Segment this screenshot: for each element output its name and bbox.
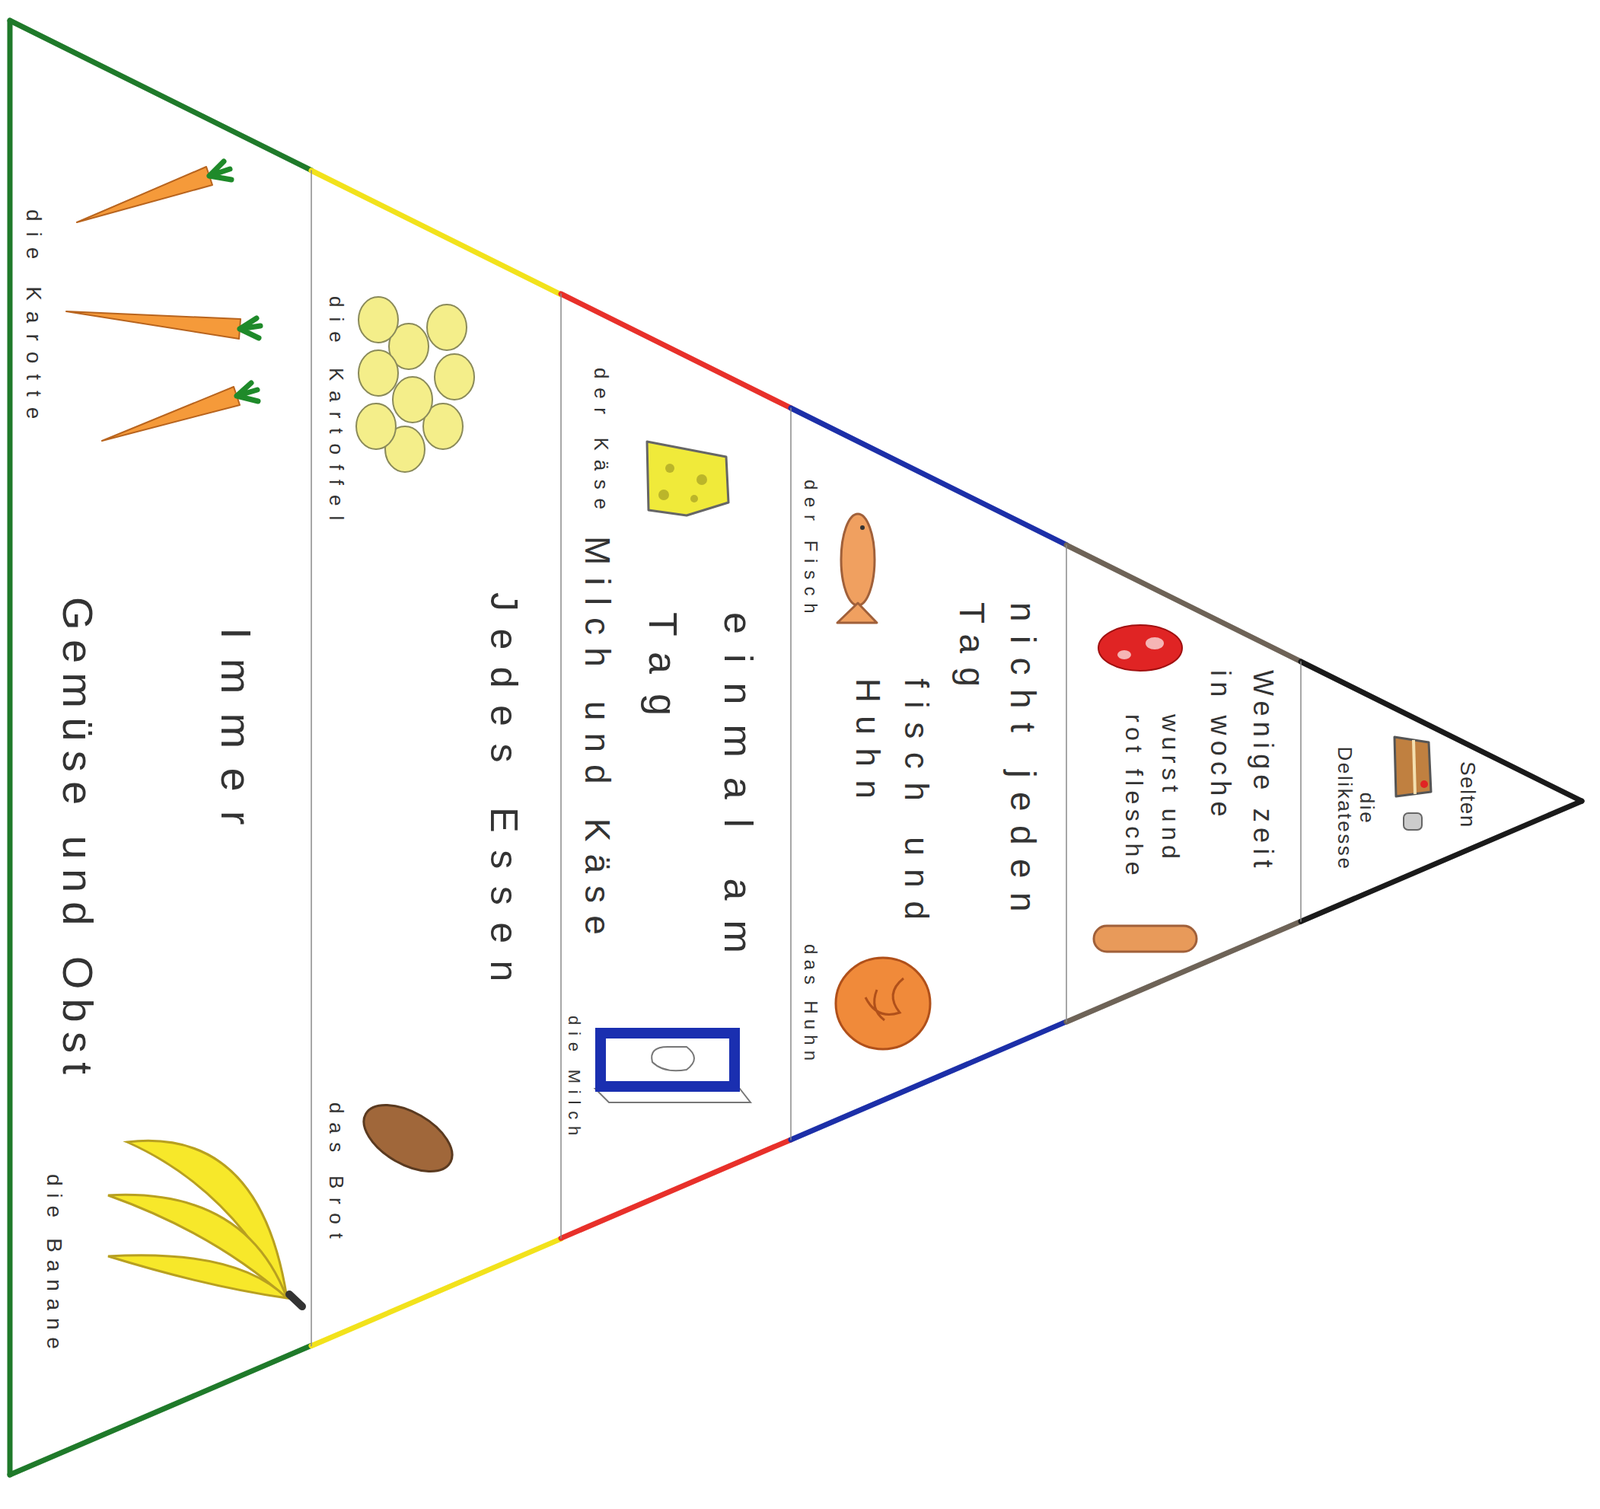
band-divider — [1065, 545, 1068, 1022]
carrot — [76, 166, 213, 223]
chicken-scribble — [865, 978, 904, 1020]
band-side — [1066, 545, 1301, 662]
cake — [1394, 736, 1432, 797]
bananas — [108, 1140, 303, 1307]
fish-body — [841, 513, 875, 606]
cheese-hole — [658, 489, 670, 501]
band-side — [1066, 921, 1301, 1022]
band-label: Selten — [1455, 761, 1480, 829]
bread — [353, 1091, 464, 1186]
delicacy — [1394, 736, 1432, 830]
fish-tail — [837, 602, 877, 623]
carrot-leaves — [239, 318, 261, 338]
red-meat — [1098, 624, 1183, 671]
potato — [358, 296, 399, 343]
food-label: der Fisch — [800, 479, 822, 621]
band-label: Wenige zeit in woche — [1198, 669, 1285, 901]
band-divider — [790, 407, 792, 1140]
cake-layer — [1413, 739, 1416, 794]
band-side — [9, 1345, 312, 1475]
food-label: fisch und Huhn — [843, 678, 941, 952]
band-side — [560, 1139, 791, 1238]
band-label: nicht jeden Tag — [946, 602, 1049, 960]
band-side — [790, 1021, 1067, 1140]
food-label: Milch und Käse — [576, 535, 618, 947]
band-label: einmal am Tag — [624, 611, 776, 1000]
carrots — [66, 161, 261, 441]
band-side — [790, 407, 1067, 546]
food-label: das Brot — [324, 1102, 348, 1247]
milk-carton — [595, 1032, 751, 1103]
potato — [434, 353, 475, 400]
food-label: die Delikatesse — [1333, 739, 1378, 877]
band-side — [9, 20, 312, 171]
pyramid-band: nicht jeden Tagfisch und Huhn der Fisch da… — [790, 407, 1067, 1140]
carrot — [66, 311, 241, 339]
shaker — [1403, 812, 1422, 830]
roast-chicken — [835, 957, 931, 1049]
food-label: die Karotte — [21, 209, 46, 430]
potatoes — [356, 296, 475, 472]
pyramid-band: Wenige zeit in wochewurst und rot flesch… — [1066, 545, 1301, 1022]
pyramid-band: einmal am TagMilch und Käse der Käse die M… — [560, 293, 791, 1238]
chicken — [835, 957, 931, 1049]
band-side — [311, 170, 561, 295]
carton-front — [600, 1032, 735, 1087]
meat-fat — [1145, 637, 1164, 650]
band-divider — [310, 170, 313, 1346]
pyramid-band: Jedes Essen die Kartoffel das Brot — [311, 170, 561, 1346]
cheese-wedge — [647, 441, 729, 516]
meat-fat — [1117, 650, 1132, 660]
band-divider — [1300, 661, 1302, 922]
carrot-leaves — [209, 161, 232, 180]
potato — [427, 304, 467, 351]
sausage — [1093, 925, 1197, 952]
band-side — [311, 1238, 561, 1346]
pyramid-band: Selten die Delikatesse — [1300, 661, 1582, 922]
food-label: die Milch — [564, 1015, 584, 1142]
band-label: Immer — [211, 627, 261, 845]
food-label: das Huhn — [800, 943, 822, 1066]
carrot-leaves — [236, 382, 259, 402]
cherry — [1420, 780, 1428, 788]
food-label: die Banane — [41, 1173, 67, 1357]
food-label: wurst und rot flesche — [1115, 713, 1189, 899]
fish — [837, 513, 877, 623]
carrot — [101, 386, 240, 441]
banana-stem — [289, 1294, 303, 1307]
cheese — [647, 441, 729, 516]
band-label: Jedes Essen — [481, 592, 526, 999]
food-label: der Käse — [589, 367, 612, 519]
banana — [108, 1255, 287, 1298]
carton-cow — [651, 1046, 695, 1071]
food-label: Gemüse und Obst — [53, 596, 102, 1084]
pyramid-band: Immer Gemüse und Obst die Karotte die Banan… — [9, 20, 312, 1475]
potato — [356, 403, 396, 450]
cheese-hole — [665, 463, 675, 473]
potato — [358, 350, 399, 396]
food-label: die Kartoffel — [324, 296, 348, 530]
pyramid-base — [7, 20, 13, 1475]
potato — [392, 376, 433, 423]
steak — [1098, 624, 1183, 671]
banana — [108, 1194, 287, 1298]
band-divider — [560, 293, 562, 1238]
fish-eye — [860, 525, 865, 530]
cheese-hole — [696, 474, 708, 485]
cheese-hole — [690, 494, 699, 503]
